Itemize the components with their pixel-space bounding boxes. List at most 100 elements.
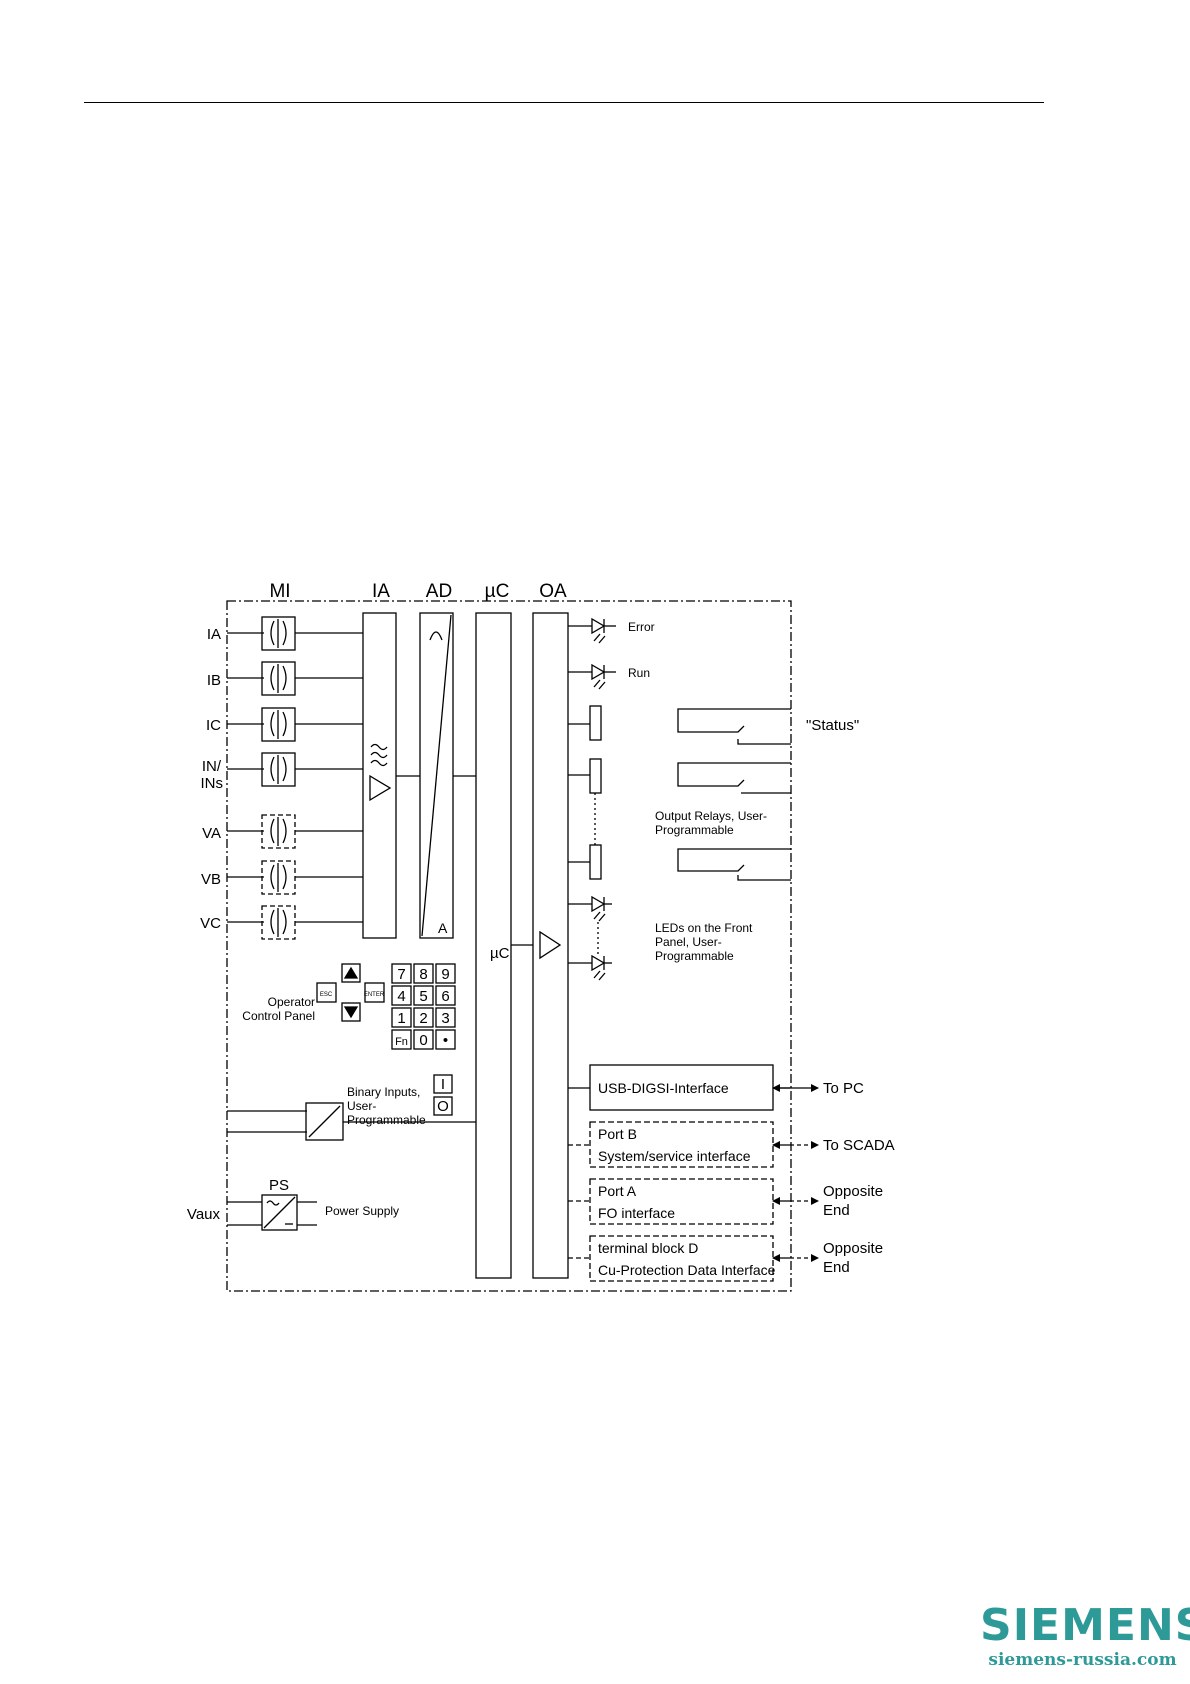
terminal-block-d-box bbox=[589, 1235, 774, 1282]
port-b-box bbox=[589, 1121, 774, 1168]
status-label: "Status" bbox=[806, 717, 859, 734]
oa-block bbox=[532, 612, 569, 1279]
binary-key-i: I bbox=[441, 1076, 445, 1093]
input-label-va: VA bbox=[202, 825, 221, 842]
keypad-key-1: 1 bbox=[397, 1010, 405, 1027]
output-relays-label-1: Output Relays, User- bbox=[655, 809, 767, 823]
keypad-key-9: 9 bbox=[441, 966, 449, 983]
keypad-key-frame bbox=[391, 1007, 412, 1028]
port-b-desc: System/service interface bbox=[598, 1148, 751, 1164]
port-a-box bbox=[589, 1178, 774, 1225]
input-label-ins: INs bbox=[201, 775, 224, 792]
column-label-oa: OA bbox=[539, 581, 567, 602]
port-a-desc: FO interface bbox=[598, 1205, 675, 1221]
led-run-icon bbox=[591, 663, 616, 690]
keypad-key-3: 3 bbox=[441, 1010, 449, 1027]
opposite-end-cu-label-2: End bbox=[823, 1259, 850, 1276]
binary-inputs-label-3: Programmable bbox=[347, 1113, 426, 1127]
enter-key-label: ENTER bbox=[364, 992, 385, 998]
transformer-ib-icon bbox=[261, 661, 296, 696]
to-scada-label: To SCADA bbox=[823, 1137, 895, 1154]
keypad-key-dot: • bbox=[443, 1032, 448, 1049]
column-label-ad: AD bbox=[426, 581, 452, 602]
keypad-key-frame bbox=[435, 985, 456, 1006]
keypad-key-frame bbox=[413, 963, 434, 984]
input-label-vb: VB bbox=[201, 871, 221, 888]
binary-inputs-label-1: Binary Inputs, bbox=[347, 1085, 420, 1099]
ps-label: PS bbox=[269, 1177, 289, 1194]
led-error-label: Error bbox=[628, 620, 655, 634]
relay-contact-2 bbox=[677, 762, 791, 794]
column-label-uc: µC bbox=[485, 581, 510, 602]
device-boundary bbox=[226, 600, 792, 1292]
keypad-key-2: 2 bbox=[419, 1010, 427, 1027]
to-pc-label: To PC bbox=[823, 1080, 864, 1097]
front-leds-label-2: Panel, User- bbox=[655, 935, 722, 949]
relay-contact-status bbox=[677, 708, 791, 745]
relay-coil-1 bbox=[589, 758, 602, 794]
transformer-vb-icon bbox=[261, 860, 296, 895]
operator-panel-label-1: Operator bbox=[268, 995, 315, 1009]
opposite-end-cu-label-1: Opposite bbox=[823, 1240, 883, 1257]
amplifier-icon bbox=[369, 774, 392, 802]
keypad-key-frame bbox=[391, 963, 412, 984]
led-front-1-icon bbox=[591, 895, 612, 922]
vaux-label: Vaux bbox=[187, 1206, 221, 1223]
opposite-end-fo-label-1: Opposite bbox=[823, 1183, 883, 1200]
keypad-key-fn: Fn bbox=[395, 1036, 408, 1048]
keypad-key-5: 5 bbox=[419, 988, 427, 1005]
input-label-ia: IA bbox=[207, 626, 221, 643]
transformer-in-icon bbox=[261, 752, 296, 787]
transformer-va-icon bbox=[261, 814, 296, 849]
siemens-logo: SIEMENS bbox=[980, 1600, 1190, 1651]
keypad-key-frame bbox=[435, 1007, 456, 1028]
power-supply-converter-icon bbox=[261, 1194, 298, 1231]
transformer-vc-icon bbox=[261, 905, 296, 940]
front-leds-label-1: LEDs on the Front bbox=[655, 921, 753, 935]
oa-amplifier-icon bbox=[539, 930, 562, 960]
terminal-block-d-desc: Cu-Protection Data Interface bbox=[598, 1262, 776, 1278]
operator-panel-label-2: Control Panel bbox=[242, 1009, 315, 1023]
usb-interface-label: USB-DIGSI-Interface bbox=[598, 1080, 729, 1096]
keypad-key-frame bbox=[435, 1029, 456, 1050]
column-label-ia: IA bbox=[372, 581, 390, 602]
binary-inputs-label-2: User- bbox=[347, 1099, 376, 1113]
relay-coil-status bbox=[589, 705, 602, 741]
keypad-key-frame bbox=[413, 1007, 434, 1028]
keypad-key-frame bbox=[391, 985, 412, 1006]
input-label-vc: VC bbox=[200, 915, 221, 932]
input-label-ib: IB bbox=[207, 672, 221, 689]
led-error-icon bbox=[591, 617, 616, 644]
keypad-key-frame bbox=[413, 985, 434, 1006]
header-rule bbox=[84, 102, 1044, 103]
siemens-website: siemens-russia.com bbox=[988, 1650, 1177, 1670]
keypad-key-0: 0 bbox=[419, 1032, 427, 1049]
relay-coil-n bbox=[589, 844, 602, 880]
binary-key-o: O bbox=[437, 1098, 449, 1115]
keypad-key-frame bbox=[435, 963, 456, 984]
arrow-down-icon bbox=[343, 1006, 359, 1019]
input-label-in: IN/ bbox=[202, 758, 222, 775]
led-run-label: Run bbox=[628, 666, 650, 680]
siemens-brand: SIEMENS siemens-russia.com bbox=[980, 1600, 1190, 1671]
ia-block bbox=[362, 612, 397, 939]
keypad-key-8: 8 bbox=[419, 966, 427, 983]
output-relays-label-2: Programmable bbox=[655, 823, 734, 837]
port-a-label: Port A bbox=[598, 1183, 637, 1199]
ad-letter: A bbox=[438, 920, 448, 936]
port-b-label: Port B bbox=[598, 1126, 637, 1142]
keypad-key-frame bbox=[413, 1029, 434, 1050]
relay-contact-n bbox=[677, 848, 791, 881]
uc-label: µC bbox=[490, 945, 510, 962]
keypad-key-6: 6 bbox=[441, 988, 449, 1005]
transformer-ia-icon bbox=[261, 616, 296, 651]
front-leds-label-3: Programmable bbox=[655, 949, 734, 963]
terminal-block-d-label: terminal block D bbox=[598, 1240, 698, 1256]
led-front-2-icon bbox=[591, 954, 612, 981]
transformer-ic-icon bbox=[261, 707, 296, 742]
keypad-key-7: 7 bbox=[397, 966, 405, 983]
keypad-key-4: 4 bbox=[397, 988, 405, 1005]
opposite-end-fo-label-2: End bbox=[823, 1202, 850, 1219]
